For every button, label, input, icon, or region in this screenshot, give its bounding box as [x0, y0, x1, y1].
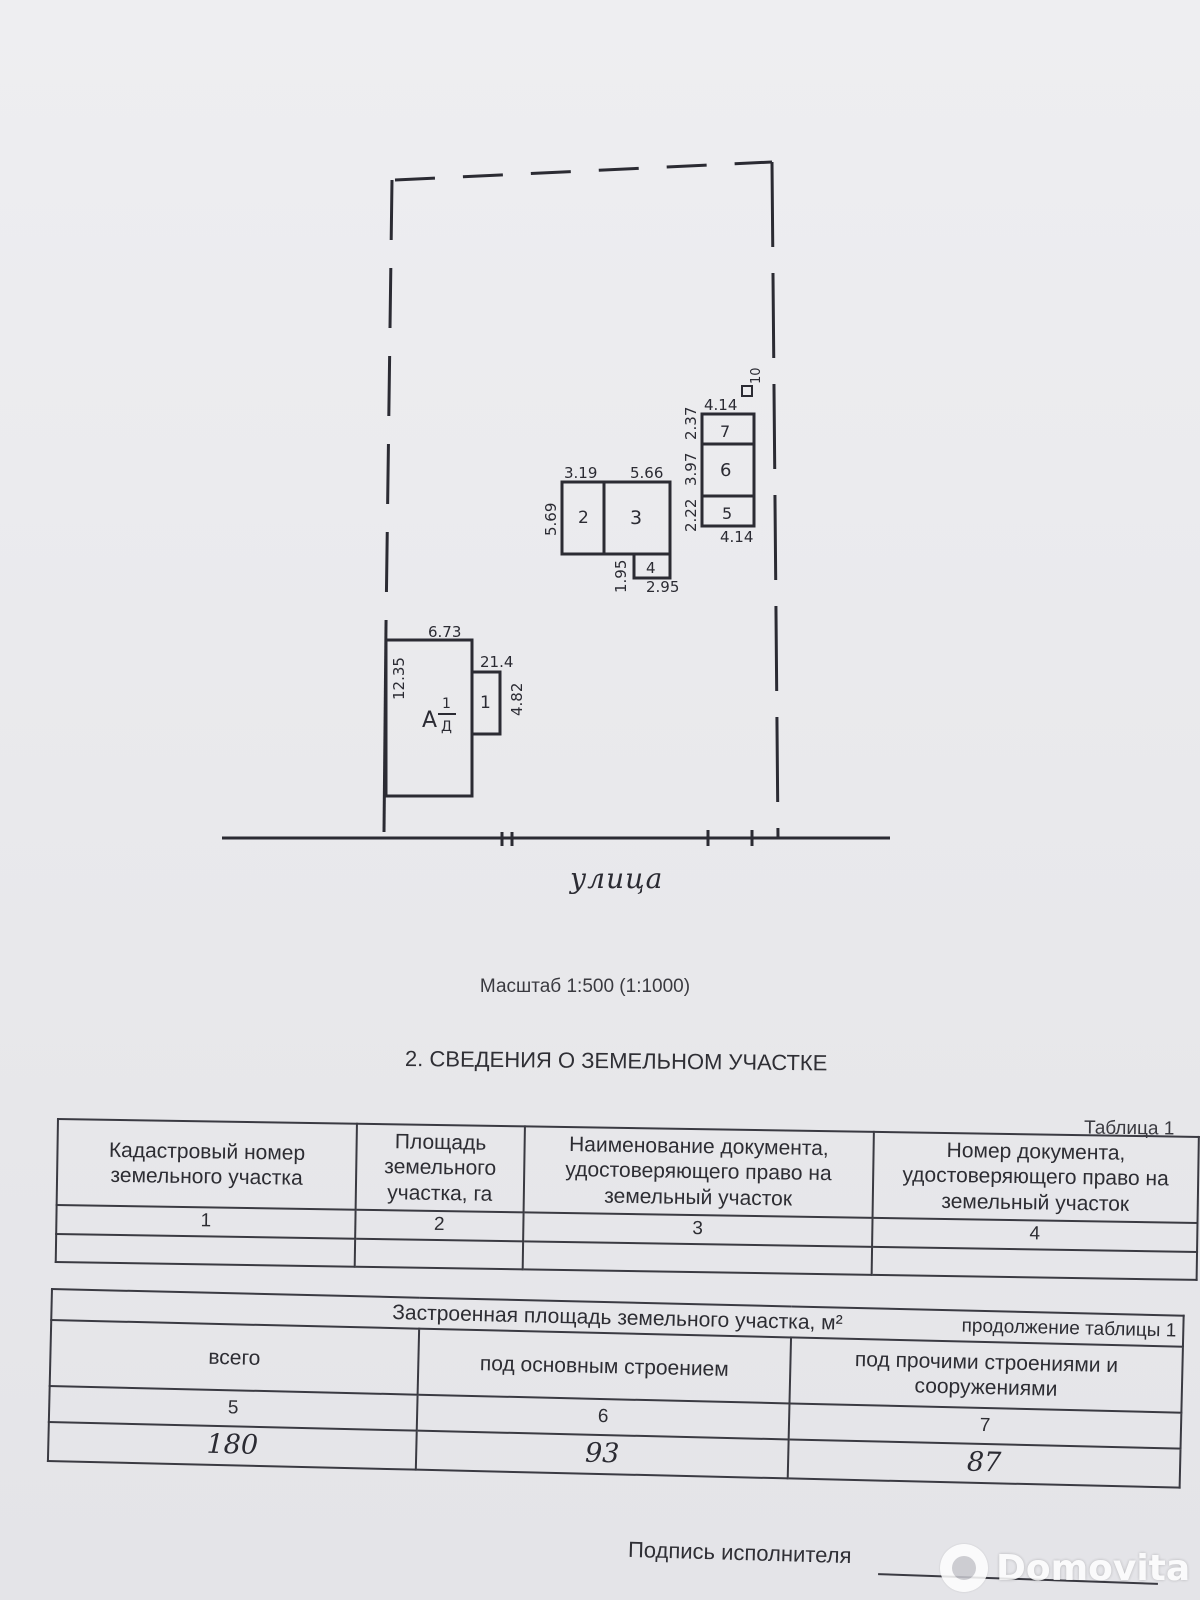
b2-dim-top: 3.19 — [564, 464, 597, 482]
main-building-value: 93 — [584, 1437, 620, 1470]
b4-label: 4 — [646, 559, 656, 577]
b1-dim-top: 21.4 — [480, 653, 513, 671]
b10-label: 10 — [749, 367, 764, 384]
b1-label: 1 — [480, 693, 491, 713]
plot-boundary-right — [770, 161, 780, 839]
cell-area-value — [354, 1238, 523, 1270]
main-label: А — [422, 708, 437, 733]
cell-document-number-value — [871, 1246, 1198, 1280]
total-value: 180 — [206, 1428, 259, 1462]
cell-other-buildings-value: 87 — [787, 1439, 1181, 1488]
building-4 — [632, 552, 672, 580]
building-10 — [741, 385, 753, 397]
group-header: Застроенная площадь земельного участка, … — [392, 1301, 843, 1335]
cell-cadastral-value — [55, 1233, 356, 1267]
header-area: Площадь земельного участка, га — [355, 1123, 525, 1213]
b2-label: 2 — [578, 508, 589, 528]
b7-dim-left: 2.37 — [682, 407, 700, 440]
main-dim-top: 6.73 — [428, 623, 461, 641]
header-main-building: под основным строением — [417, 1328, 792, 1404]
signature-label: Подпись исполнителя — [627, 1536, 852, 1569]
b7-label: 7 — [720, 422, 730, 441]
building-1 — [470, 670, 502, 736]
header-other-buildings: под прочими строениями и сооружениями — [789, 1337, 1183, 1413]
b3-dim-top: 5.66 — [630, 464, 663, 482]
built-area-table: Застроенная площадь земельного участка, … — [47, 1288, 1185, 1488]
plot-boundary-top — [394, 160, 773, 182]
main-fraction-top: 1 — [442, 696, 451, 712]
scale-text: Масштаб 1:500 (1:1000) — [479, 976, 691, 997]
header-document-number: Номер документа, удостоверяющего право н… — [872, 1131, 1199, 1223]
building-5 — [700, 494, 756, 528]
b5-dim-bottom: 4.14 — [720, 528, 753, 546]
b5-dim-left: 2.22 — [682, 499, 700, 532]
cell-main-building-value: 93 — [415, 1430, 789, 1478]
plot-boundary-left — [384, 179, 394, 626]
other-buildings-value: 87 — [966, 1446, 1002, 1479]
watermark-logo-icon — [940, 1544, 988, 1592]
cell-document-name-value — [522, 1241, 872, 1275]
section-title: 2. СВЕДЕНИЯ О ЗЕМЕЛЬНОМ УЧАСТКЕ — [404, 1046, 828, 1076]
b7-dim-top: 4.14 — [704, 396, 737, 414]
main-dim-left: 12.35 — [390, 657, 408, 700]
header-document-name: Наименование документа, удостоверяющего … — [523, 1126, 874, 1218]
b6-dim-left: 3.97 — [682, 453, 700, 486]
col-number-2: 2 — [355, 1209, 524, 1242]
watermark-text: Domovita — [996, 1547, 1191, 1589]
b5-label: 5 — [722, 504, 732, 523]
b2-dim-left: 5.69 — [542, 503, 560, 536]
header-total: всего — [49, 1320, 420, 1395]
site-plan: 6.73 12.35 А 1 Д 21.4 1 4.82 3.19 5.69 2… — [222, 160, 890, 846]
b6-label: 6 — [720, 460, 731, 481]
b1-dim-right: 4.82 — [508, 683, 526, 716]
land-info-table: Кадастровый номер земельного участка Пло… — [55, 1118, 1200, 1281]
watermark: Domovita — [940, 1540, 1190, 1596]
street-label: улица — [570, 862, 664, 895]
b4-dim-bottom: 2.95 — [646, 578, 679, 596]
header-cadastral-number: Кадастровый номер земельного участка — [56, 1119, 358, 1210]
main-fraction-bottom: Д — [441, 719, 452, 735]
b3-label: 3 — [630, 507, 642, 529]
cell-total-value: 180 — [47, 1422, 417, 1470]
continuation-label: продолжение таблицы 1 — [961, 1315, 1177, 1342]
b4-dim-left: 1.95 — [612, 560, 630, 593]
col-number-1: 1 — [56, 1205, 356, 1239]
